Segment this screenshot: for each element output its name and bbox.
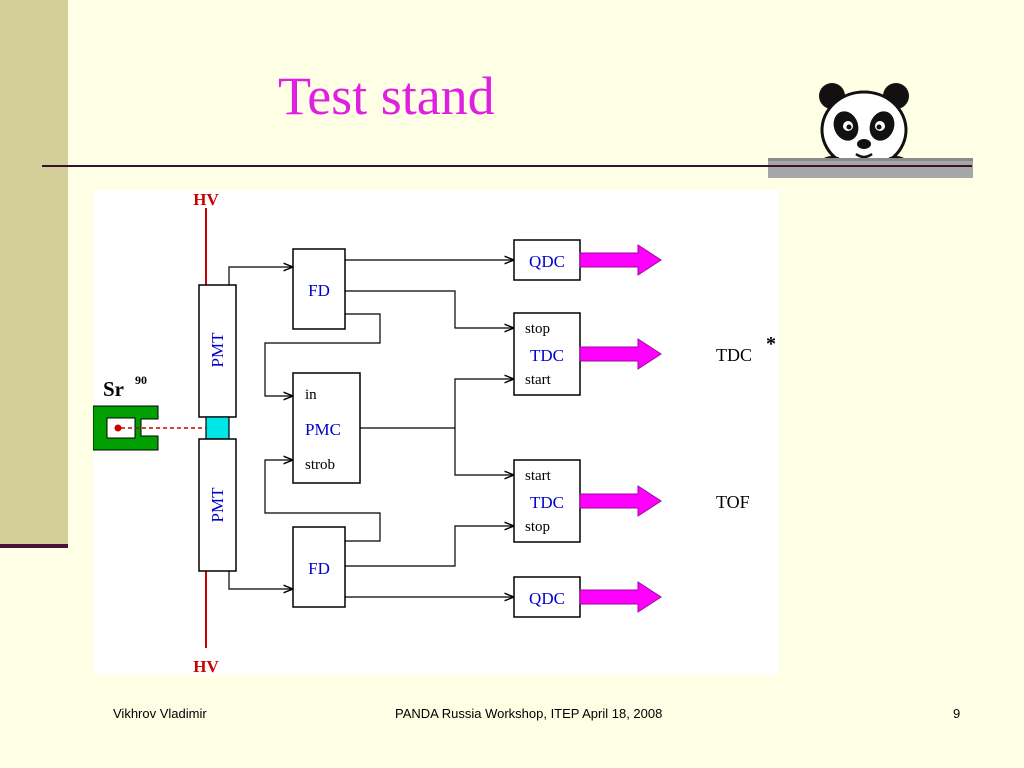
tdc2-name-label: TDC <box>530 493 564 512</box>
signal-wires <box>228 260 514 597</box>
left-accent-rule <box>0 544 68 548</box>
source-label: Sr <box>103 377 124 401</box>
tdc-output-label: TDC <box>716 345 752 365</box>
tdc1-name-label: TDC <box>530 346 564 365</box>
source-dot <box>114 424 122 432</box>
qdc-bottom-label: QDC <box>529 589 565 608</box>
hv-top-label: HV <box>193 190 219 209</box>
fd-bottom-box <box>292 526 346 608</box>
title-rule-shadow <box>768 158 973 178</box>
tdc1-stop-label: stop <box>525 321 550 337</box>
pmc-strob-label: strob <box>305 457 335 473</box>
tdc2-stop-label: stop <box>525 519 550 535</box>
tdc2-output-arrow <box>579 485 662 517</box>
pmc-name-label: PMC <box>305 420 341 439</box>
fd-top-label: FD <box>308 281 330 300</box>
tof-output-label: TOF <box>716 492 750 512</box>
qdc-top-output-arrow <box>579 244 662 276</box>
pmt-bottom-label: PMT <box>208 487 227 523</box>
title-rule-shadow-top <box>768 158 973 161</box>
footer-event: PANDA Russia Workshop, ITEP April 18, 20… <box>395 706 663 721</box>
pmt-top-label: PMT <box>208 332 227 368</box>
hv-bottom-label: HV <box>193 657 219 675</box>
tdc1-start-label: start <box>525 372 552 388</box>
tdc2-start-label: start <box>525 468 552 484</box>
qdc-bottom-output-arrow <box>579 581 662 613</box>
pmt-bottom-box <box>198 438 237 572</box>
diagram-canvas: HV HV PMT PMT Sr 90 FD FD in PMC strob Q… <box>93 190 776 675</box>
left-accent-bar <box>0 0 68 546</box>
scintillator <box>205 416 230 440</box>
page-number: 9 <box>953 706 961 721</box>
output-arrows <box>579 244 662 613</box>
tdc1-box <box>513 312 581 396</box>
fd-bottom-label: FD <box>308 559 330 578</box>
pmc-box <box>292 372 361 484</box>
pmc-in-label: in <box>305 387 317 403</box>
qdc-top-label: QDC <box>529 252 565 271</box>
pmt-top-box <box>198 284 237 418</box>
slide-title: Test stand <box>278 66 495 126</box>
fd-top-box <box>292 248 346 330</box>
tdc-footnote-mark: * <box>766 333 776 355</box>
title-rule <box>42 165 972 167</box>
source-superscript: 90 <box>135 373 147 387</box>
footer-author: Vikhrov Vladimir <box>113 706 207 721</box>
test-stand-diagram: HV HV PMT PMT Sr 90 FD FD in PMC strob Q… <box>93 190 779 675</box>
tdc1-output-arrow <box>579 338 662 370</box>
